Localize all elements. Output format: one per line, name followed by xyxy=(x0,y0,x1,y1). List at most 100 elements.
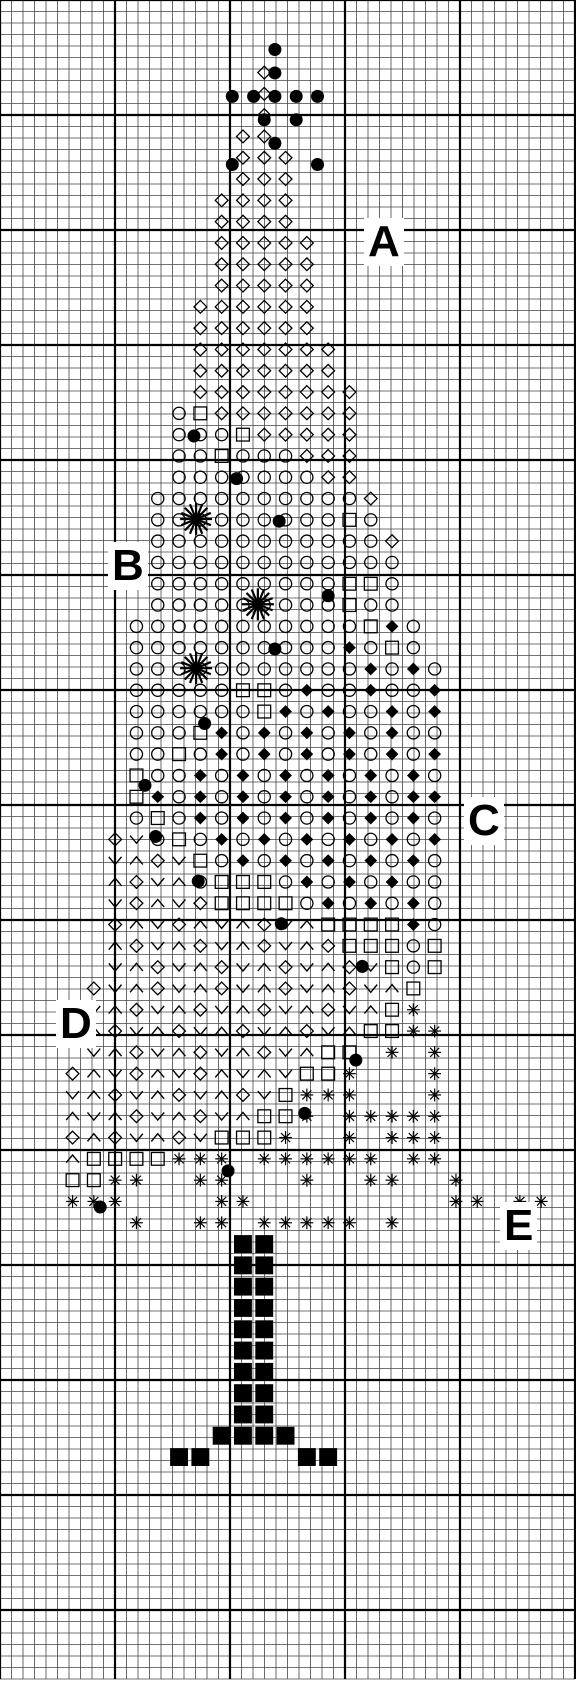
symbol-square-filled xyxy=(277,1427,295,1445)
symbol-diamond-outline xyxy=(130,1110,143,1123)
starburst-stitch xyxy=(180,503,212,535)
french-knot xyxy=(311,158,324,171)
symbol-circle-outline xyxy=(429,876,441,888)
symbol-chevron-down xyxy=(237,963,250,971)
symbol-asterisk xyxy=(258,1152,271,1165)
symbol-circle-outline xyxy=(279,663,291,675)
symbol-circle-outline xyxy=(386,663,398,675)
french-knot xyxy=(356,960,369,973)
symbol-diamond-outline xyxy=(300,300,313,313)
symbol-chevron-down xyxy=(151,1006,164,1014)
symbol-square-outline xyxy=(215,876,228,889)
symbol-asterisk xyxy=(386,1110,399,1123)
symbol-diamond-outline xyxy=(215,279,228,292)
symbol-circle-outline xyxy=(173,791,185,803)
symbol-diamond-filled xyxy=(300,684,313,697)
symbol-chevron-up xyxy=(322,963,335,971)
symbol-square-filled xyxy=(170,1448,188,1466)
symbol-chevron-up xyxy=(151,899,164,907)
symbol-diamond-outline xyxy=(130,1003,143,1016)
symbol-circle-outline xyxy=(301,535,313,547)
symbol-chevron-down xyxy=(237,985,250,993)
symbol-diamond-filled xyxy=(237,854,250,867)
symbol-asterisk xyxy=(300,1089,313,1102)
symbol-circle-outline xyxy=(301,514,313,526)
symbol-diamond-filled xyxy=(215,726,228,739)
symbol-asterisk xyxy=(300,1216,313,1229)
symbol-circle-outline xyxy=(279,471,291,483)
symbol-diamond-filled xyxy=(364,769,377,782)
symbol-circle-outline xyxy=(152,578,164,590)
symbol-circle-outline xyxy=(152,556,164,568)
symbol-circle-outline xyxy=(173,429,185,441)
symbol-diamond-filled xyxy=(151,790,164,803)
symbol-chevron-down xyxy=(151,1112,164,1120)
symbol-diamond-outline xyxy=(279,215,292,228)
symbol-circle-outline xyxy=(173,727,185,739)
symbol-chevron-down xyxy=(87,1049,100,1057)
symbol-asterisk xyxy=(194,1152,207,1165)
symbol-diamond-outline xyxy=(237,322,250,335)
symbol-square-filled xyxy=(255,1256,273,1274)
symbol-circle-outline xyxy=(301,897,313,909)
french-knot xyxy=(226,90,239,103)
symbol-diamond-outline xyxy=(151,854,164,867)
symbol-circle-outline xyxy=(301,791,313,803)
french-knot xyxy=(268,43,281,56)
symbol-circle-outline xyxy=(301,578,313,590)
french-knot xyxy=(275,917,288,930)
symbol-diamond-outline xyxy=(237,364,250,377)
symbol-chevron-down xyxy=(173,857,186,865)
symbol-diamond-filled xyxy=(364,812,377,825)
symbol-circle-outline xyxy=(130,812,142,824)
symbol-square-filled xyxy=(255,1427,273,1445)
symbol-circle-outline xyxy=(407,705,419,717)
symbol-diamond-filled xyxy=(364,854,377,867)
symbol-asterisk xyxy=(215,1195,228,1208)
symbol-asterisk xyxy=(322,1216,335,1229)
symbol-chevron-down xyxy=(322,1027,335,1035)
french-knot xyxy=(322,589,335,602)
symbol-diamond-outline xyxy=(322,1003,335,1016)
symbol-circle-outline xyxy=(173,407,185,419)
symbol-circle-outline xyxy=(152,769,164,781)
symbol-diamond-outline xyxy=(237,173,250,186)
symbol-diamond-outline xyxy=(300,407,313,420)
symbol-asterisk xyxy=(279,1152,292,1165)
symbol-square-outline xyxy=(237,876,250,889)
symbol-circle-outline xyxy=(279,727,291,739)
symbol-chevron-down xyxy=(300,963,313,971)
symbol-square-filled xyxy=(213,1427,231,1445)
symbol-square-filled xyxy=(191,1448,209,1466)
symbol-circle-outline xyxy=(322,663,334,675)
symbol-circle-outline xyxy=(301,556,313,568)
symbol-circle-outline xyxy=(152,727,164,739)
symbol-chevron-down xyxy=(215,1006,228,1014)
symbol-diamond-outline xyxy=(279,237,292,250)
symbol-diamond-outline xyxy=(300,322,313,335)
symbol-square-outline xyxy=(237,1131,250,1144)
french-knot xyxy=(268,137,281,150)
symbol-circle-outline xyxy=(152,663,164,675)
french-knot xyxy=(192,875,205,888)
symbol-diamond-outline xyxy=(322,386,335,399)
french-knot xyxy=(298,1107,311,1120)
symbol-circle-outline xyxy=(216,429,228,441)
symbol-circle-outline xyxy=(216,663,228,675)
symbol-asterisk xyxy=(279,1131,292,1144)
symbol-diamond-outline xyxy=(279,364,292,377)
symbol-diamond-outline xyxy=(279,961,292,974)
symbol-asterisk xyxy=(364,1110,377,1123)
symbol-circle-outline xyxy=(322,620,334,632)
symbol-diamond-outline xyxy=(322,939,335,952)
symbol-asterisk xyxy=(364,1152,377,1165)
symbol-chevron-up xyxy=(130,857,143,865)
symbol-circle-outline xyxy=(194,556,206,568)
symbol-circle-outline xyxy=(429,663,441,675)
symbol-circle-outline xyxy=(173,620,185,632)
symbol-diamond-filled xyxy=(364,684,377,697)
symbol-diamond-filled xyxy=(322,854,335,867)
symbol-diamond-outline xyxy=(322,428,335,441)
symbol-chevron-up xyxy=(66,1112,79,1120)
